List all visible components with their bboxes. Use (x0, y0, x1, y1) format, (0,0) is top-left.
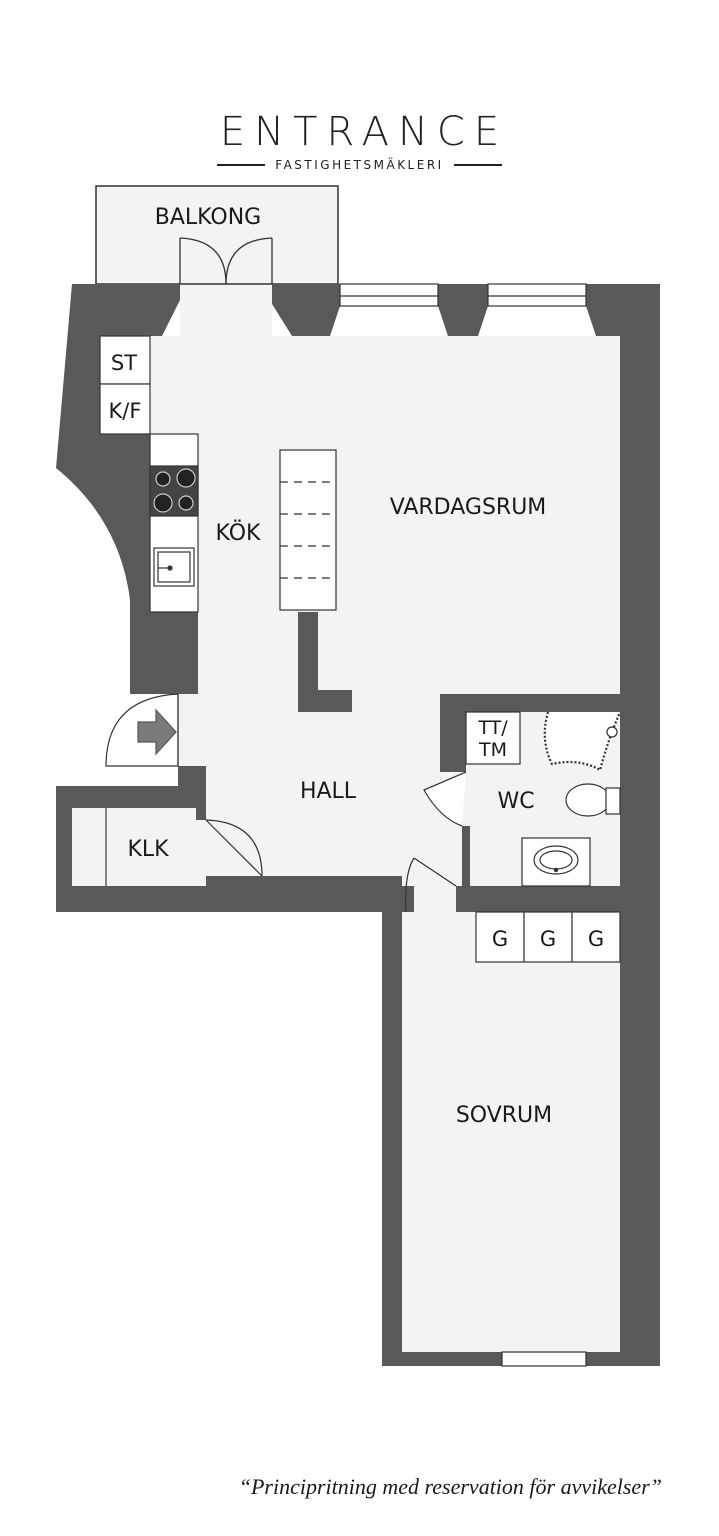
label-kf: K/F (109, 399, 142, 423)
wall-south-left (382, 1352, 502, 1366)
closet (105, 808, 263, 886)
wardrobe-1 (475, 911, 525, 963)
closet-floor (72, 808, 206, 886)
shower-head (606, 726, 618, 738)
window-bedroom (501, 1351, 587, 1367)
label-g2: G (540, 927, 556, 951)
walls (56, 284, 660, 1366)
wall-north-mid2 (438, 284, 488, 336)
wall-north-west (56, 284, 198, 694)
brand-tagline: FASTIGHETSMÄKLERI (275, 158, 444, 172)
wall-wc-bottom (456, 886, 620, 912)
tt-tm-box (465, 711, 521, 765)
brand-rule-right (453, 164, 502, 166)
label-balkong: BALKONG (155, 205, 261, 230)
label-g3: G (588, 927, 604, 951)
kitchen-fixtures (99, 335, 337, 613)
st-box (99, 335, 151, 385)
brand-subtitle: FASTIGHETSMÄKLERI (0, 158, 719, 172)
window-living-2 (487, 283, 587, 307)
label-wc: WC (497, 789, 534, 814)
toilet-bowl (565, 783, 611, 817)
wardrobes (475, 911, 621, 963)
entrance (105, 693, 179, 767)
label-st: ST (111, 351, 137, 375)
wall-north-mid1 (272, 284, 340, 336)
label-hall: HALL (300, 779, 357, 804)
shower-curtain (543, 711, 622, 772)
brand-name: ENTRANCE (219, 109, 509, 155)
kf-box (99, 383, 151, 435)
balcony-outline (95, 185, 339, 285)
sink (153, 547, 195, 587)
wall-east (586, 284, 660, 1366)
label-klk: KLK (127, 837, 169, 862)
wall-south-west (56, 766, 500, 1366)
balcony-door (179, 237, 273, 285)
toilet-tank (605, 787, 621, 815)
label-vardagsrum: VARDAGSRUM (390, 495, 547, 520)
brand-rule-left (217, 164, 266, 166)
wardrobe-3 (571, 911, 621, 963)
wall-wc-left-lower (462, 826, 470, 886)
label-tt: TT/ (477, 717, 508, 739)
wc-fixtures (423, 711, 622, 887)
label-sovrum: SOVRUM (456, 1103, 552, 1128)
label-kok: KÖK (216, 520, 262, 546)
bedroom-floor (402, 912, 620, 1352)
windows (339, 283, 587, 1367)
labels: BALKONG KÖK VARDAGSRUM HALL WC KLK SOVRU… (109, 205, 605, 1128)
balcony-floor (96, 186, 338, 284)
main-floor (150, 284, 620, 886)
wall-wc-top (440, 694, 620, 772)
label-g1: G (492, 927, 508, 951)
brand-logo: ENTRANCE FASTIGHETSMÄKLERI (0, 108, 719, 172)
window-living-1 (339, 283, 439, 307)
floors (72, 186, 620, 1352)
bedroom-door (405, 857, 457, 913)
entrance-arrow-icon (137, 708, 177, 756)
wall-south-east (586, 1352, 660, 1366)
label-tm: TM (478, 739, 507, 761)
wall-kitchen-partition (298, 612, 352, 712)
wall-bedroom-door-jamb (402, 886, 414, 912)
disclaimer: “Principritning med reservation för avvi… (238, 1474, 662, 1499)
kitchen-island (279, 449, 337, 611)
